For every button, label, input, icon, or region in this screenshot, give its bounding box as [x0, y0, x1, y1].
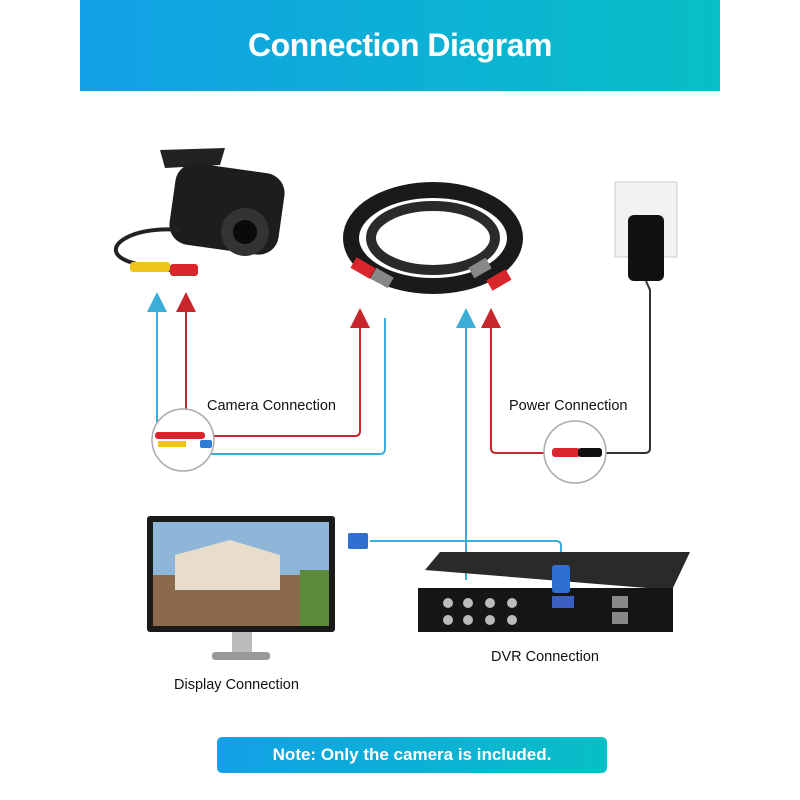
bullet-camera [114, 148, 285, 276]
display-connection-label: Display Connection [174, 677, 299, 693]
camera-video-line [156, 318, 386, 455]
vga-line [370, 540, 562, 568]
bnc-cable-coil [343, 182, 523, 294]
header-banner: Connection Diagram [80, 0, 720, 91]
dvr-connection-label: DVR Connection [491, 649, 599, 665]
power-connector-zoom [543, 420, 607, 484]
power-line [490, 318, 550, 454]
dvr-recorder [418, 552, 690, 632]
power-adapter [614, 181, 678, 450]
page-title: Connection Diagram [248, 27, 552, 63]
note-banner: Note: Only the camera is included. [217, 737, 607, 773]
camera-power-line [186, 308, 370, 437]
camera-connection-label: Camera Connection [207, 398, 336, 414]
power-connection-label: Power Connection [509, 398, 628, 414]
monitor [147, 516, 368, 660]
camera-connector-zoom [151, 408, 215, 472]
